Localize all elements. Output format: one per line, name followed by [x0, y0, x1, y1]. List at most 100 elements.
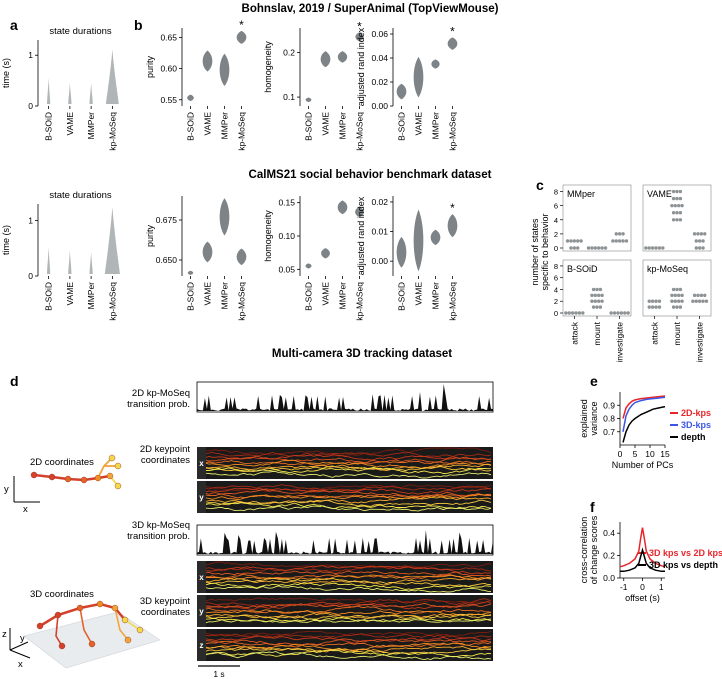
- x-tick-label: MMPer: [338, 112, 348, 140]
- x-tick-label: B-SOiD: [397, 282, 407, 311]
- behavior-dot: [564, 311, 568, 315]
- skeleton-3d-node: [136, 626, 144, 634]
- violin-shape: [337, 200, 348, 215]
- behavior-dot: [598, 287, 603, 292]
- subpanel-frame: [642, 184, 712, 252]
- y-tick-label: 1: [28, 216, 33, 226]
- x-axis-label: offset (s): [625, 593, 660, 603]
- behavior-dot: [703, 293, 707, 298]
- y-tick-label: 0.05: [278, 264, 295, 274]
- keypoint-trace: [205, 602, 492, 609]
- svg-text:y: y: [4, 484, 9, 495]
- y-tick-label: 0: [554, 244, 558, 253]
- behavior-dot: [678, 211, 683, 215]
- behavior-dot: [677, 299, 681, 303]
- row-label: z: [200, 641, 204, 650]
- y-tick-label: 0.8: [603, 414, 615, 424]
- keypoint-trace: [205, 649, 492, 658]
- violin-shape: [104, 207, 120, 274]
- behavior-dot: [579, 239, 583, 243]
- skeleton-3d-node: [54, 611, 62, 619]
- y-tick-label: 0.00: [371, 101, 388, 111]
- keypoint-trace: [205, 582, 492, 591]
- behavior-dot: [595, 287, 599, 292]
- violin-shape: [46, 246, 51, 274]
- trace-frame: [196, 524, 494, 556]
- y-tick-label: 0.2: [283, 48, 295, 58]
- x-tick-label: B-SOiD: [44, 112, 54, 141]
- behavior-dot: [696, 293, 700, 298]
- coord-2d-label: 2D coordinates: [30, 457, 94, 468]
- behavior-dot: [595, 305, 599, 309]
- behavior-dot: [611, 239, 615, 243]
- behavior-dot: [621, 239, 625, 243]
- behavior-dot: [576, 239, 580, 243]
- legend-label: 2D-kps: [681, 408, 711, 418]
- transition-3d-panel: [196, 524, 494, 556]
- behavior-dot: [593, 299, 597, 303]
- transition-2d-panel: [196, 381, 494, 413]
- y-axis-label: adjusted rand index: [356, 27, 366, 106]
- y-tick-label: 0.02: [371, 77, 388, 87]
- x-tick-label: MMPer: [338, 282, 348, 310]
- axes-3d-icon: z y x: [2, 628, 31, 670]
- behavior-dot: [650, 299, 655, 303]
- y-axis-label: of change scores: [589, 515, 599, 584]
- behavior-dot: [593, 293, 597, 298]
- keypoint-trace: [205, 633, 492, 639]
- y-axis-label: explained: [579, 399, 589, 438]
- keypoint-trace: [205, 455, 492, 464]
- behavior-dot: [600, 299, 604, 303]
- row-label: x: [199, 459, 204, 468]
- y-axis-label: purity: [145, 225, 155, 248]
- y-tick-label: 6: [554, 274, 558, 283]
- x-tick-label: 1: [659, 582, 664, 592]
- panel-letter-f: f: [590, 499, 595, 515]
- violin-shape: [202, 50, 213, 72]
- behavior-dot: [657, 305, 662, 309]
- y-tick-label: 8: [554, 262, 558, 271]
- y-axis-label: adjusted rand index: [356, 196, 366, 275]
- y-tick-label: 0.06: [371, 29, 388, 39]
- panel-letter-d: d: [10, 373, 19, 389]
- subpanel-frame: [562, 184, 632, 252]
- skeleton-2d-node: [80, 476, 88, 484]
- coord-3d-label: 3D coordinates: [30, 589, 94, 600]
- y-tick-label: 0.675: [156, 215, 178, 225]
- behavior-dot: [671, 196, 676, 201]
- keypoint-trace: [205, 638, 492, 646]
- behavior-dot: [616, 311, 620, 315]
- x-tick-label: kp-MoSeq: [107, 112, 117, 151]
- skeleton-3d-node: [96, 600, 104, 608]
- keypoint-trace: [205, 459, 492, 469]
- behavior-dot: [675, 196, 679, 201]
- keypoint-trace: [205, 601, 492, 610]
- keypoint-trace: [205, 447, 492, 457]
- behavior-dot: [694, 239, 698, 243]
- x-tick-label: 0: [640, 582, 645, 592]
- violin-shape: [413, 56, 424, 98]
- skeleton-2d-node: [94, 474, 102, 482]
- keypoint-trace: [205, 640, 492, 648]
- y-tick-label: 0.55: [160, 95, 177, 105]
- behavior-dot: [699, 293, 704, 298]
- violin-shape: [396, 236, 407, 268]
- behavior-dot: [678, 218, 683, 222]
- keypoint-trace: [205, 565, 492, 572]
- significance-star: *: [450, 201, 455, 215]
- panel-letter-b: b: [134, 17, 143, 33]
- y-axis-label: number of states: [530, 218, 540, 286]
- x-tick-label: investigate: [695, 322, 705, 363]
- x-tick-label: MMPer: [86, 112, 96, 140]
- skeleton-3d-node: [124, 636, 132, 644]
- skeleton-2d-node: [106, 472, 114, 480]
- behavior-dot: [581, 311, 585, 315]
- behavior-dot: [675, 305, 679, 309]
- skeleton-2d-illustration: [30, 454, 122, 490]
- keypoint-trace: [205, 585, 492, 593]
